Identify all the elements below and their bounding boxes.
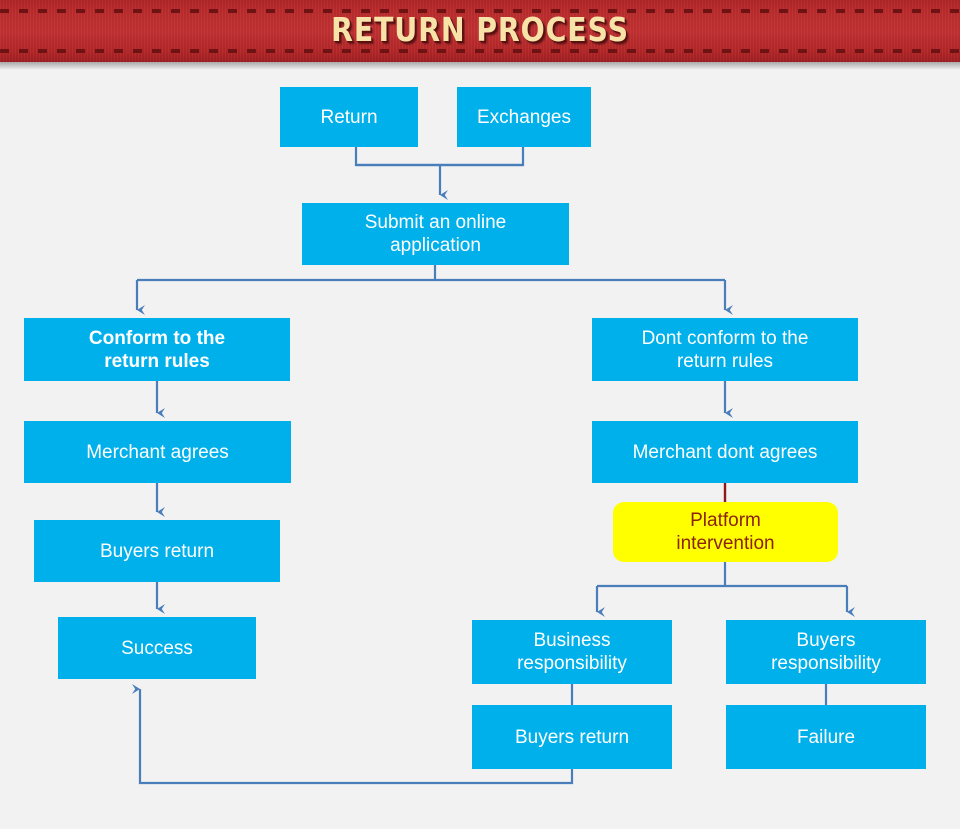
- node-business-responsibility[interactable]: Business responsibility: [472, 620, 672, 684]
- node-buyers-return-right-label: Buyers return: [514, 726, 630, 748]
- node-failure-label: Failure: [796, 726, 856, 748]
- node-platform-line2: intervention: [676, 533, 775, 554]
- node-submit-application[interactable]: Submit an online application: [302, 203, 569, 265]
- node-platform-intervention[interactable]: Platform intervention: [613, 502, 838, 562]
- node-conform-to-return-rules[interactable]: Conform to the return rules: [24, 318, 290, 381]
- node-business-resp-line1: Business: [533, 630, 611, 651]
- node-dont-conform-line1: Dont conform to the: [641, 327, 809, 349]
- node-dont-conform-to-return-rules[interactable]: Dont conform to the return rules: [592, 318, 858, 381]
- edge-platform-to-split: [597, 562, 847, 588]
- node-buyers-responsibility[interactable]: Buyers responsibility: [726, 620, 926, 684]
- edge-return-to-merge: [354, 147, 523, 167]
- page-title: RETURN PROCESS: [331, 10, 629, 49]
- node-dont-conform-line2: return rules: [676, 350, 774, 372]
- edge-exchanges-to-merge: [356, 147, 525, 167]
- edge-submit-to-split: [137, 265, 725, 282]
- node-success-label: Success: [121, 637, 193, 659]
- node-exchanges-label: Exchanges: [476, 106, 571, 128]
- node-buyers-resp-line1: Buyers: [796, 630, 856, 651]
- node-failure[interactable]: Failure: [726, 705, 926, 769]
- node-exchanges[interactable]: Exchanges: [457, 87, 591, 147]
- node-conform-line1: Conform to the: [88, 327, 226, 349]
- node-merchant-dont-agrees[interactable]: Merchant dont agrees: [592, 421, 858, 483]
- node-platform-line1: Platform: [690, 510, 761, 531]
- header-banner: RETURN PROCESS: [0, 0, 960, 62]
- banner-stitch-bottom: [0, 49, 960, 53]
- flowchart-canvas: Return Exchanges Submit an online applic…: [0, 62, 960, 829]
- node-buyers-return-right[interactable]: Buyers return: [472, 705, 672, 769]
- node-merchant-dont-agrees-label: Merchant dont agrees: [632, 441, 818, 463]
- banner-drop-shadow: [0, 62, 960, 70]
- edge-feedback-to-success: [132, 684, 574, 785]
- node-merchant-agrees-label: Merchant agrees: [86, 441, 229, 463]
- node-buyers-return-left[interactable]: Buyers return: [34, 520, 280, 582]
- node-business-resp-line2: responsibility: [517, 653, 627, 674]
- node-buyers-resp-line2: responsibility: [771, 653, 881, 674]
- node-merchant-agrees[interactable]: Merchant agrees: [24, 421, 291, 483]
- node-conform-line2: return rules: [104, 350, 210, 372]
- node-return-label: Return: [320, 106, 378, 128]
- node-success[interactable]: Success: [58, 617, 256, 679]
- banner-stitch-top: [0, 9, 960, 13]
- node-buyers-return-left-label: Buyers return: [99, 540, 215, 562]
- node-return[interactable]: Return: [280, 87, 418, 147]
- node-submit-line1: Submit an online: [364, 212, 507, 233]
- node-submit-line2: application: [390, 235, 481, 256]
